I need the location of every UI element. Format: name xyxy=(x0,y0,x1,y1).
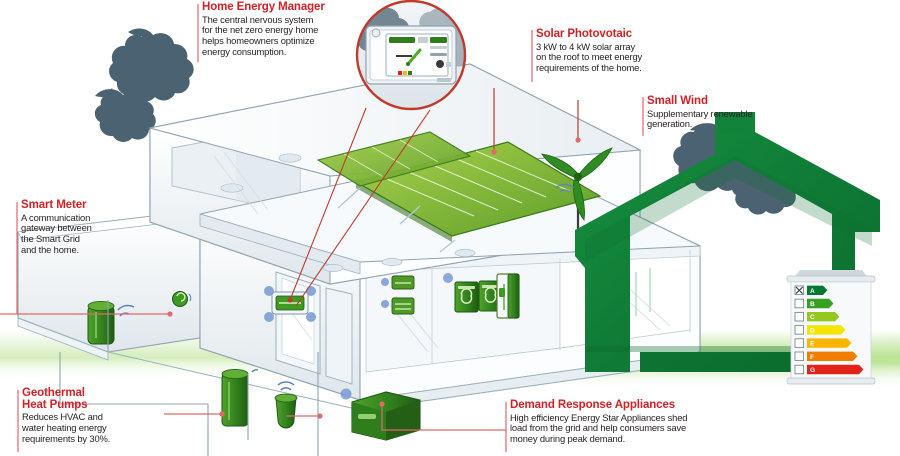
house-door xyxy=(634,268,652,316)
callout-body: High efficiency Energy Star Appliances s… xyxy=(510,411,688,445)
rating-checkbox-B[interactable] xyxy=(794,298,805,309)
rating-checkbox-C[interactable] xyxy=(794,311,805,322)
rating-bar-A xyxy=(807,285,828,295)
callout-solar-photovoltaic: Solar Photovotaic 3 kW to 4 kW solar arr… xyxy=(536,28,686,74)
rating-row-B: B xyxy=(794,298,834,309)
geothermal-unit xyxy=(274,381,298,429)
rating-checkbox-E[interactable] xyxy=(794,338,805,348)
callout-body: 3 kW to 4 kW solar array on the roof to … xyxy=(536,40,643,74)
callout-heading: Geothermal Heat Pumps xyxy=(22,387,88,411)
rating-row-F: F xyxy=(794,351,858,362)
rating-bar-E xyxy=(807,338,852,348)
rating-row-C: C xyxy=(794,311,840,322)
rating-checkbox-F[interactable] xyxy=(794,351,805,362)
callout-heading: Smart Meter xyxy=(21,199,87,211)
callout-home-energy-manager: Home Energy Manager The central nervous … xyxy=(202,1,352,58)
callout-heading: Solar Photovotaic xyxy=(536,28,633,40)
rating-row-G: G xyxy=(794,364,864,375)
rating-checkbox-D[interactable] xyxy=(794,325,805,335)
rating-checkbox-G[interactable] xyxy=(794,364,805,375)
wifi-icon xyxy=(251,369,259,373)
rating-letter-E: E xyxy=(810,341,815,348)
callout-heading: Small Wind xyxy=(647,95,708,107)
callout-body: Reduces HVAC and water heating energy re… xyxy=(22,411,111,444)
callout-heading: Demand Response Appliances xyxy=(510,399,676,411)
solar-array xyxy=(316,131,602,253)
callout-geothermal-heat-pumps: Geothermal Heat Pumps Reduces HVAC and w… xyxy=(22,387,137,444)
wifi-icon xyxy=(555,183,575,193)
green-house-outline xyxy=(575,112,880,372)
callout-body: The central nervous system for the net z… xyxy=(202,13,319,57)
rating-check-mark xyxy=(795,286,803,294)
rating-letter-F: F xyxy=(810,354,814,361)
water-heater xyxy=(221,368,259,427)
rating-letter-G: G xyxy=(810,367,815,374)
rating-letter-D: D xyxy=(810,327,815,334)
wind-turbine xyxy=(541,147,613,232)
rating-row-A: A xyxy=(794,285,828,296)
leader-endpoints xyxy=(167,137,581,419)
rating-letter-B: B xyxy=(810,301,815,308)
callout-body: A communication gateway between the Smar… xyxy=(21,211,92,255)
refrigerator xyxy=(496,273,520,319)
callout-smart-meter: Smart Meter A communication gateway betw… xyxy=(21,199,131,256)
rating-bar-C xyxy=(807,312,840,322)
utility-lines xyxy=(59,300,319,456)
callout-heading: Home Energy Manager xyxy=(202,1,325,13)
rating-bar-D xyxy=(807,325,846,335)
exterior-sensor xyxy=(172,291,192,307)
callout-demand-response-appliances: Demand Response Appliances High efficien… xyxy=(510,399,700,445)
callout-body: Supplementary renewable generation. xyxy=(647,107,753,130)
rating-bar-B xyxy=(807,298,834,309)
rating-row-E: E xyxy=(794,338,852,348)
wall-control-panels xyxy=(381,275,415,315)
callout-small-wind: Small Wind Supplementary renewable gener… xyxy=(647,95,792,130)
home-energy-manager-panel xyxy=(264,286,316,322)
rating-row-D: D xyxy=(794,325,846,335)
rating-bar-F xyxy=(807,351,858,361)
rating-letter-A: A xyxy=(810,288,815,295)
washer-dryer xyxy=(443,273,503,313)
rating-letter-C: C xyxy=(810,314,815,321)
wifi-icon xyxy=(277,381,295,391)
rating-bar-G xyxy=(807,364,864,375)
